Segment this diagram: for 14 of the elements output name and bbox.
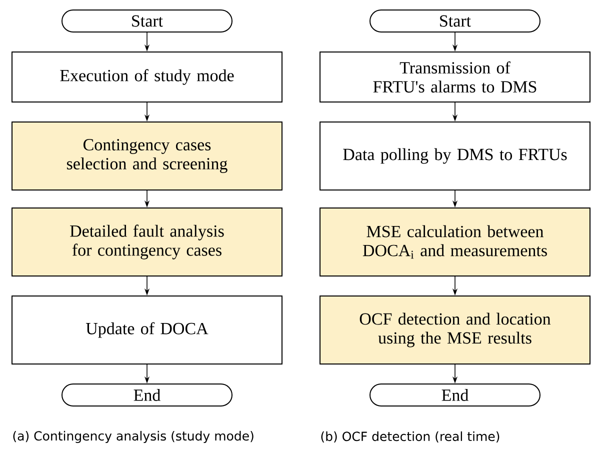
process-box: Detailed fault analysis for contingency cases [12, 208, 282, 276]
process-box: OCF detection and location using the MSE results [320, 296, 590, 364]
terminal-box: End [62, 384, 232, 406]
process-box: Transmission of FRTU's alarms to DMS [320, 52, 590, 102]
process-box: Contingency cases selection and screening [12, 122, 282, 190]
terminal-box: End [370, 384, 540, 406]
process-box: Data polling by DMS to FRTUs [320, 122, 590, 190]
process-box: Execution of study mode [12, 52, 282, 102]
process-box: Update of DOCA [12, 296, 282, 364]
caption: (b) OCF detection (real time) [321, 431, 500, 443]
process-box: MSE calculation between DOCA$_{i}$ and measurements [320, 208, 590, 276]
terminal-box: Start [62, 10, 232, 32]
terminal-box: Start [370, 10, 540, 32]
caption: (a) Contingency analysis (study mode) [13, 430, 254, 444]
